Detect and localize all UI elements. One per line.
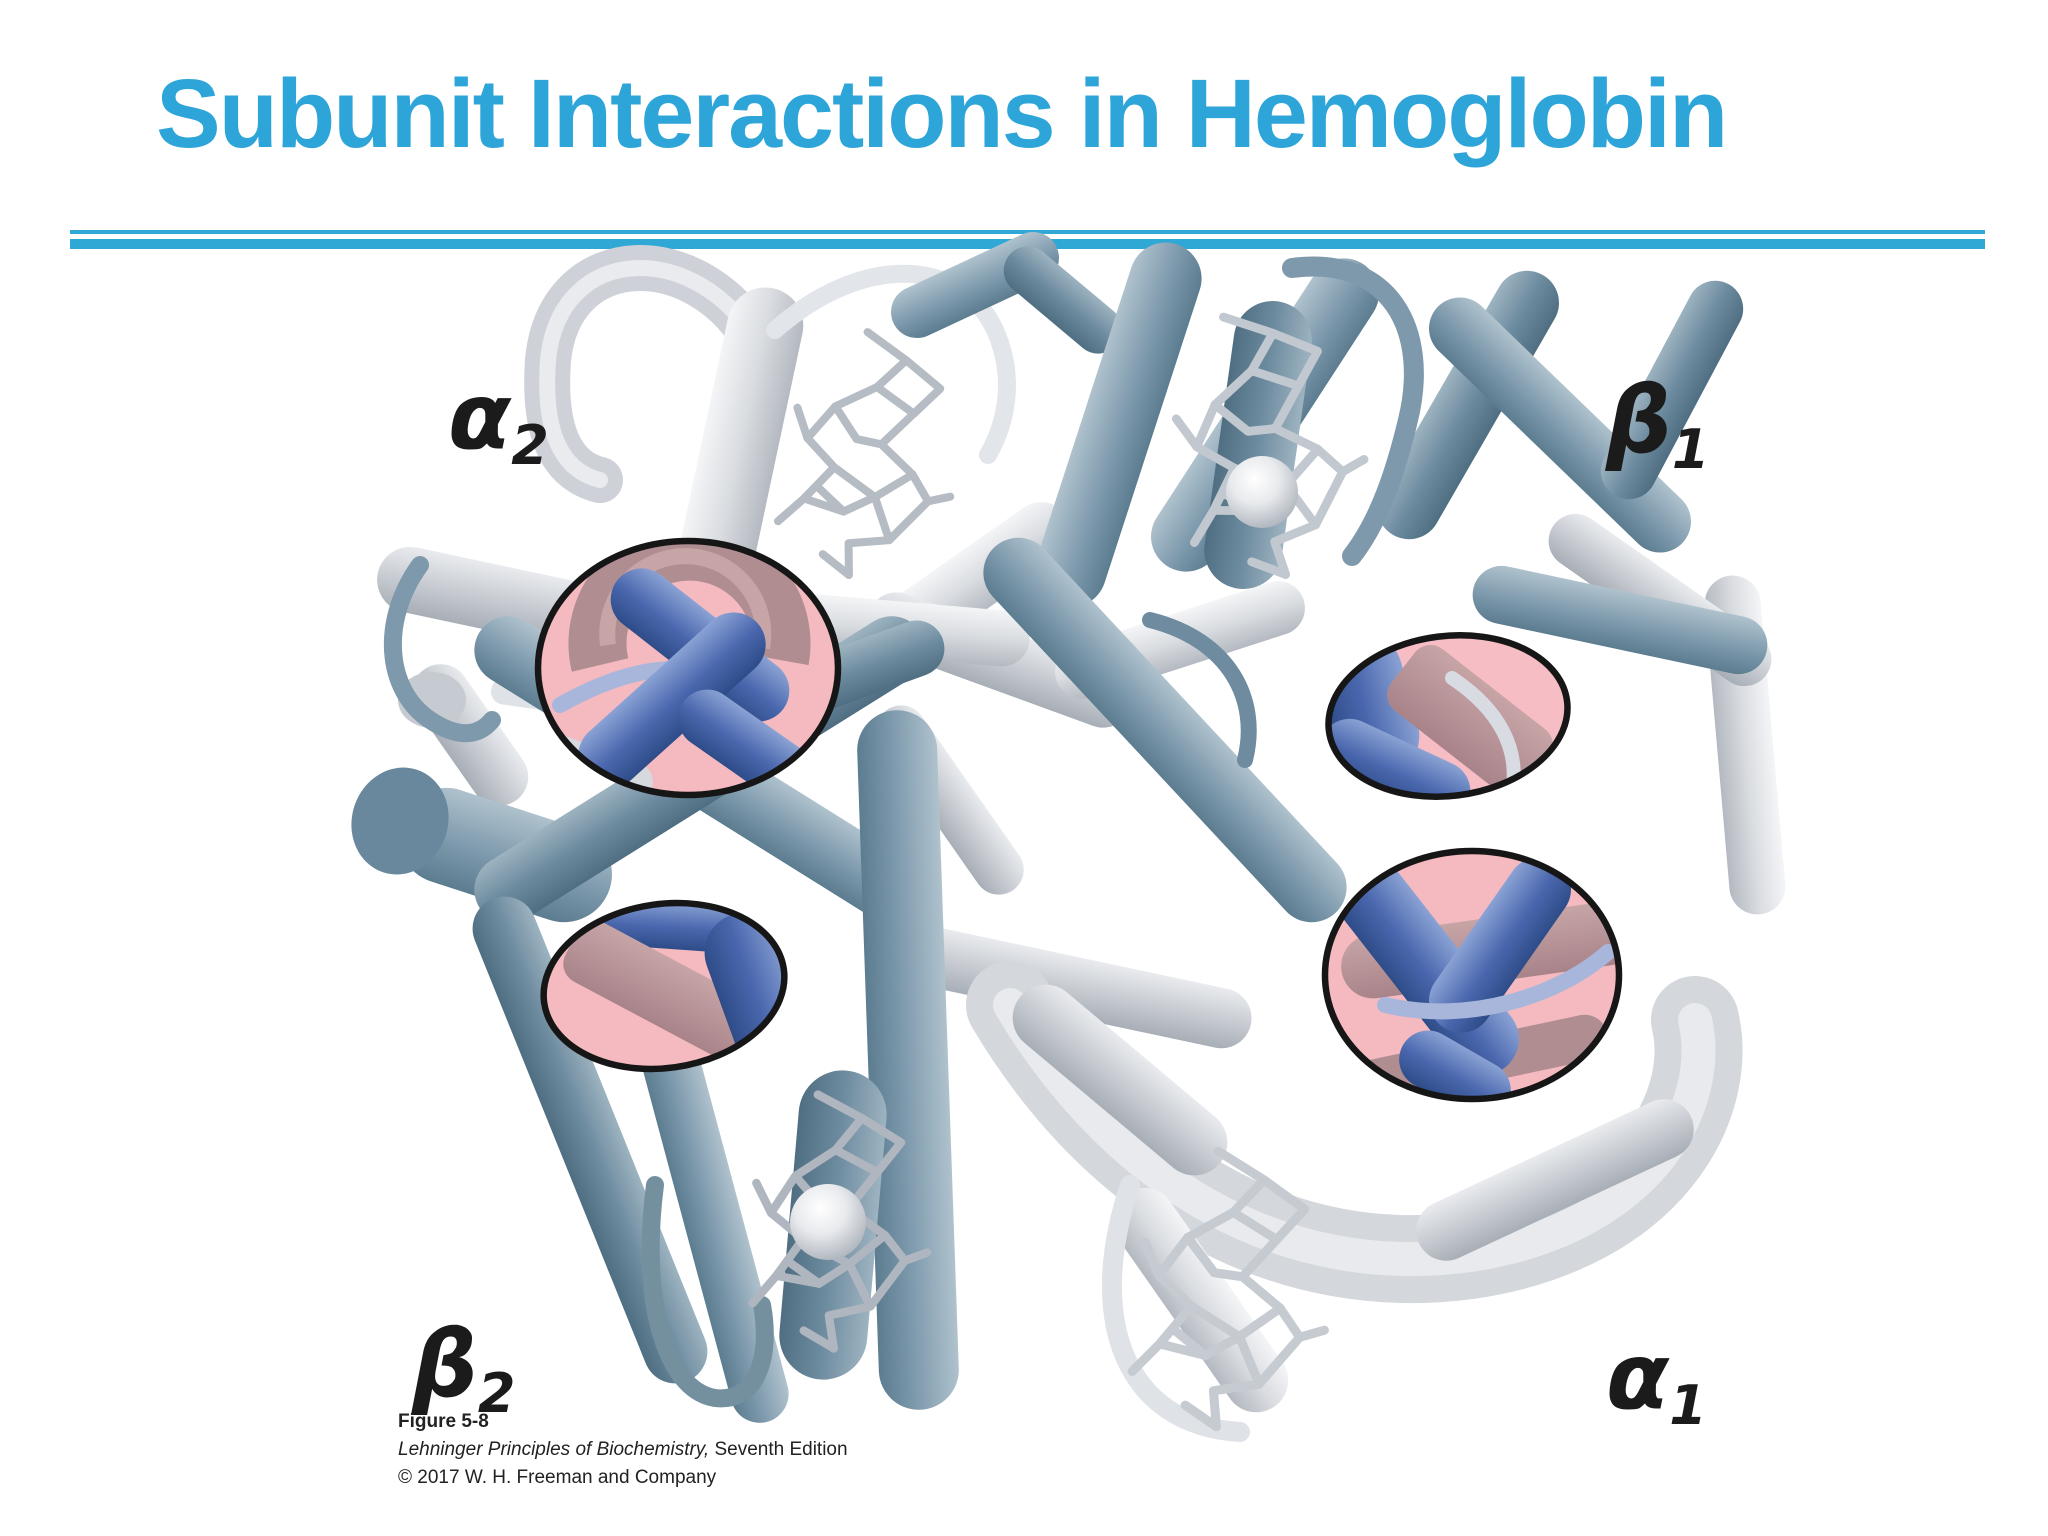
interface-highlight-3 xyxy=(1325,851,1619,1099)
interface-highlight-1 xyxy=(538,541,838,795)
label-beta2: β2 xyxy=(410,1311,515,1425)
heme-alpha2 xyxy=(766,321,980,592)
caption-copyright: © 2017 W. H. Freeman and Company xyxy=(398,1467,717,1488)
subunit-labels: α2 β1 β2 α1 xyxy=(410,363,1709,1437)
interface-outlines xyxy=(534,537,1623,1103)
caption-figure-number: Figure 5-8 xyxy=(398,1411,489,1432)
caption-book-line: Lehninger Principles of Biochemistry, Se… xyxy=(398,1436,848,1464)
label-beta1: β1 xyxy=(1604,367,1709,481)
heme-beta2 xyxy=(745,1070,937,1380)
heme-beta1 xyxy=(1166,296,1375,589)
subunit-beta1-helices xyxy=(890,231,1768,923)
label-alpha2: α2 xyxy=(448,363,549,477)
caption-edition: Seventh Edition xyxy=(709,1439,848,1460)
interface-highlight-2 xyxy=(1319,631,1568,811)
label-alpha1: α1 xyxy=(1606,1323,1707,1437)
iron-sphere-beta2 xyxy=(790,1184,866,1260)
caption-book-title: Lehninger Principles of Biochemistry, xyxy=(398,1439,710,1460)
iron-sphere-beta1 xyxy=(1226,456,1298,528)
slide-title: Subunit Interactions in Hemoglobin xyxy=(156,59,1728,168)
title-rule-thin xyxy=(70,230,1985,234)
figure-caption: Figure 5-8 Lehninger Principles of Bioch… xyxy=(398,1408,848,1492)
